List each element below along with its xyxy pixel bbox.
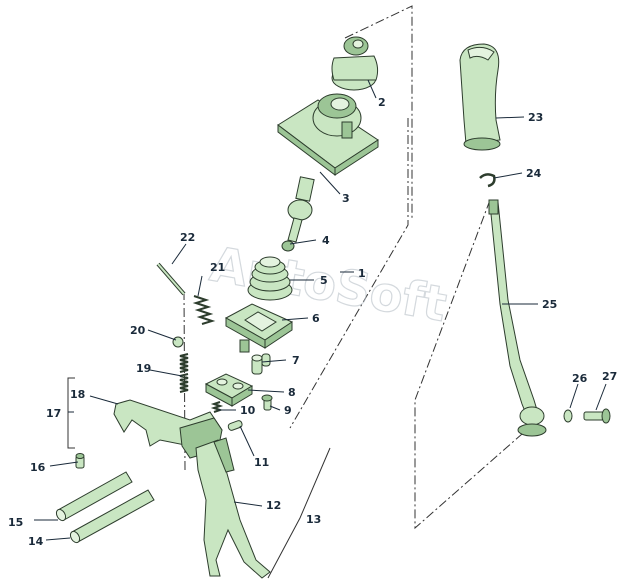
- part-14-rod: [69, 489, 155, 544]
- part-4-shaft: [281, 176, 315, 252]
- part-15-rod: [55, 471, 133, 522]
- callout-22: 22: [180, 231, 195, 244]
- part-12-fork: [195, 437, 271, 579]
- callout-19: 19: [136, 362, 151, 375]
- callout-6: 6: [312, 312, 320, 325]
- part-9-screw: [261, 394, 273, 411]
- callout-20: 20: [130, 324, 146, 337]
- callout-26: 26: [572, 372, 588, 385]
- part-19-spring-coils: [179, 373, 189, 393]
- part-19-spring: [179, 353, 189, 373]
- callout-numbers: 1 2 3 4 5 6 7 8 9 10 11 12 13 14 15 16 1…: [8, 96, 617, 548]
- callout-25: 25: [542, 298, 557, 311]
- part-7-pins: [251, 353, 271, 375]
- part-8-bracket: [204, 373, 254, 407]
- callout-27: 27: [602, 370, 617, 383]
- callout-13: 13: [306, 513, 321, 526]
- part-3-housing: [277, 93, 379, 177]
- part-20-ball: [172, 336, 184, 348]
- part-2-boot: [331, 36, 379, 91]
- part-26-washer: [563, 409, 573, 423]
- callout-12: 12: [266, 499, 281, 512]
- part-25-lever: [488, 199, 547, 437]
- callout-16: 16: [30, 461, 46, 474]
- callout-5: 5: [320, 274, 328, 287]
- part-6-plate: [224, 303, 294, 353]
- part-21-spring: [192, 295, 216, 325]
- part-23-knob: [459, 43, 501, 151]
- callout-8: 8: [288, 386, 296, 399]
- part-16-pin: [75, 453, 85, 469]
- callout-17: 17: [46, 407, 61, 420]
- callout-1: 1: [358, 267, 366, 280]
- callout-4: 4: [322, 234, 330, 247]
- callout-7: 7: [292, 354, 300, 367]
- callout-21: 21: [210, 261, 225, 274]
- callout-14: 14: [28, 535, 44, 548]
- callout-10: 10: [240, 404, 256, 417]
- callout-2: 2: [378, 96, 386, 109]
- callout-3: 3: [342, 192, 350, 205]
- callout-24: 24: [526, 167, 542, 180]
- part-22-rod: [156, 262, 186, 296]
- callout-23: 23: [528, 111, 543, 124]
- part-24-clip: [479, 173, 496, 188]
- callout-9: 9: [284, 404, 292, 417]
- part-27-bolt: [583, 408, 611, 424]
- callout-11: 11: [254, 456, 269, 469]
- brackets: [67, 377, 331, 579]
- callout-18: 18: [70, 388, 85, 401]
- leader-lines: [34, 79, 607, 541]
- part-5-bellows: [247, 256, 293, 301]
- callout-15: 15: [8, 516, 23, 529]
- part-11-pin: [227, 420, 243, 431]
